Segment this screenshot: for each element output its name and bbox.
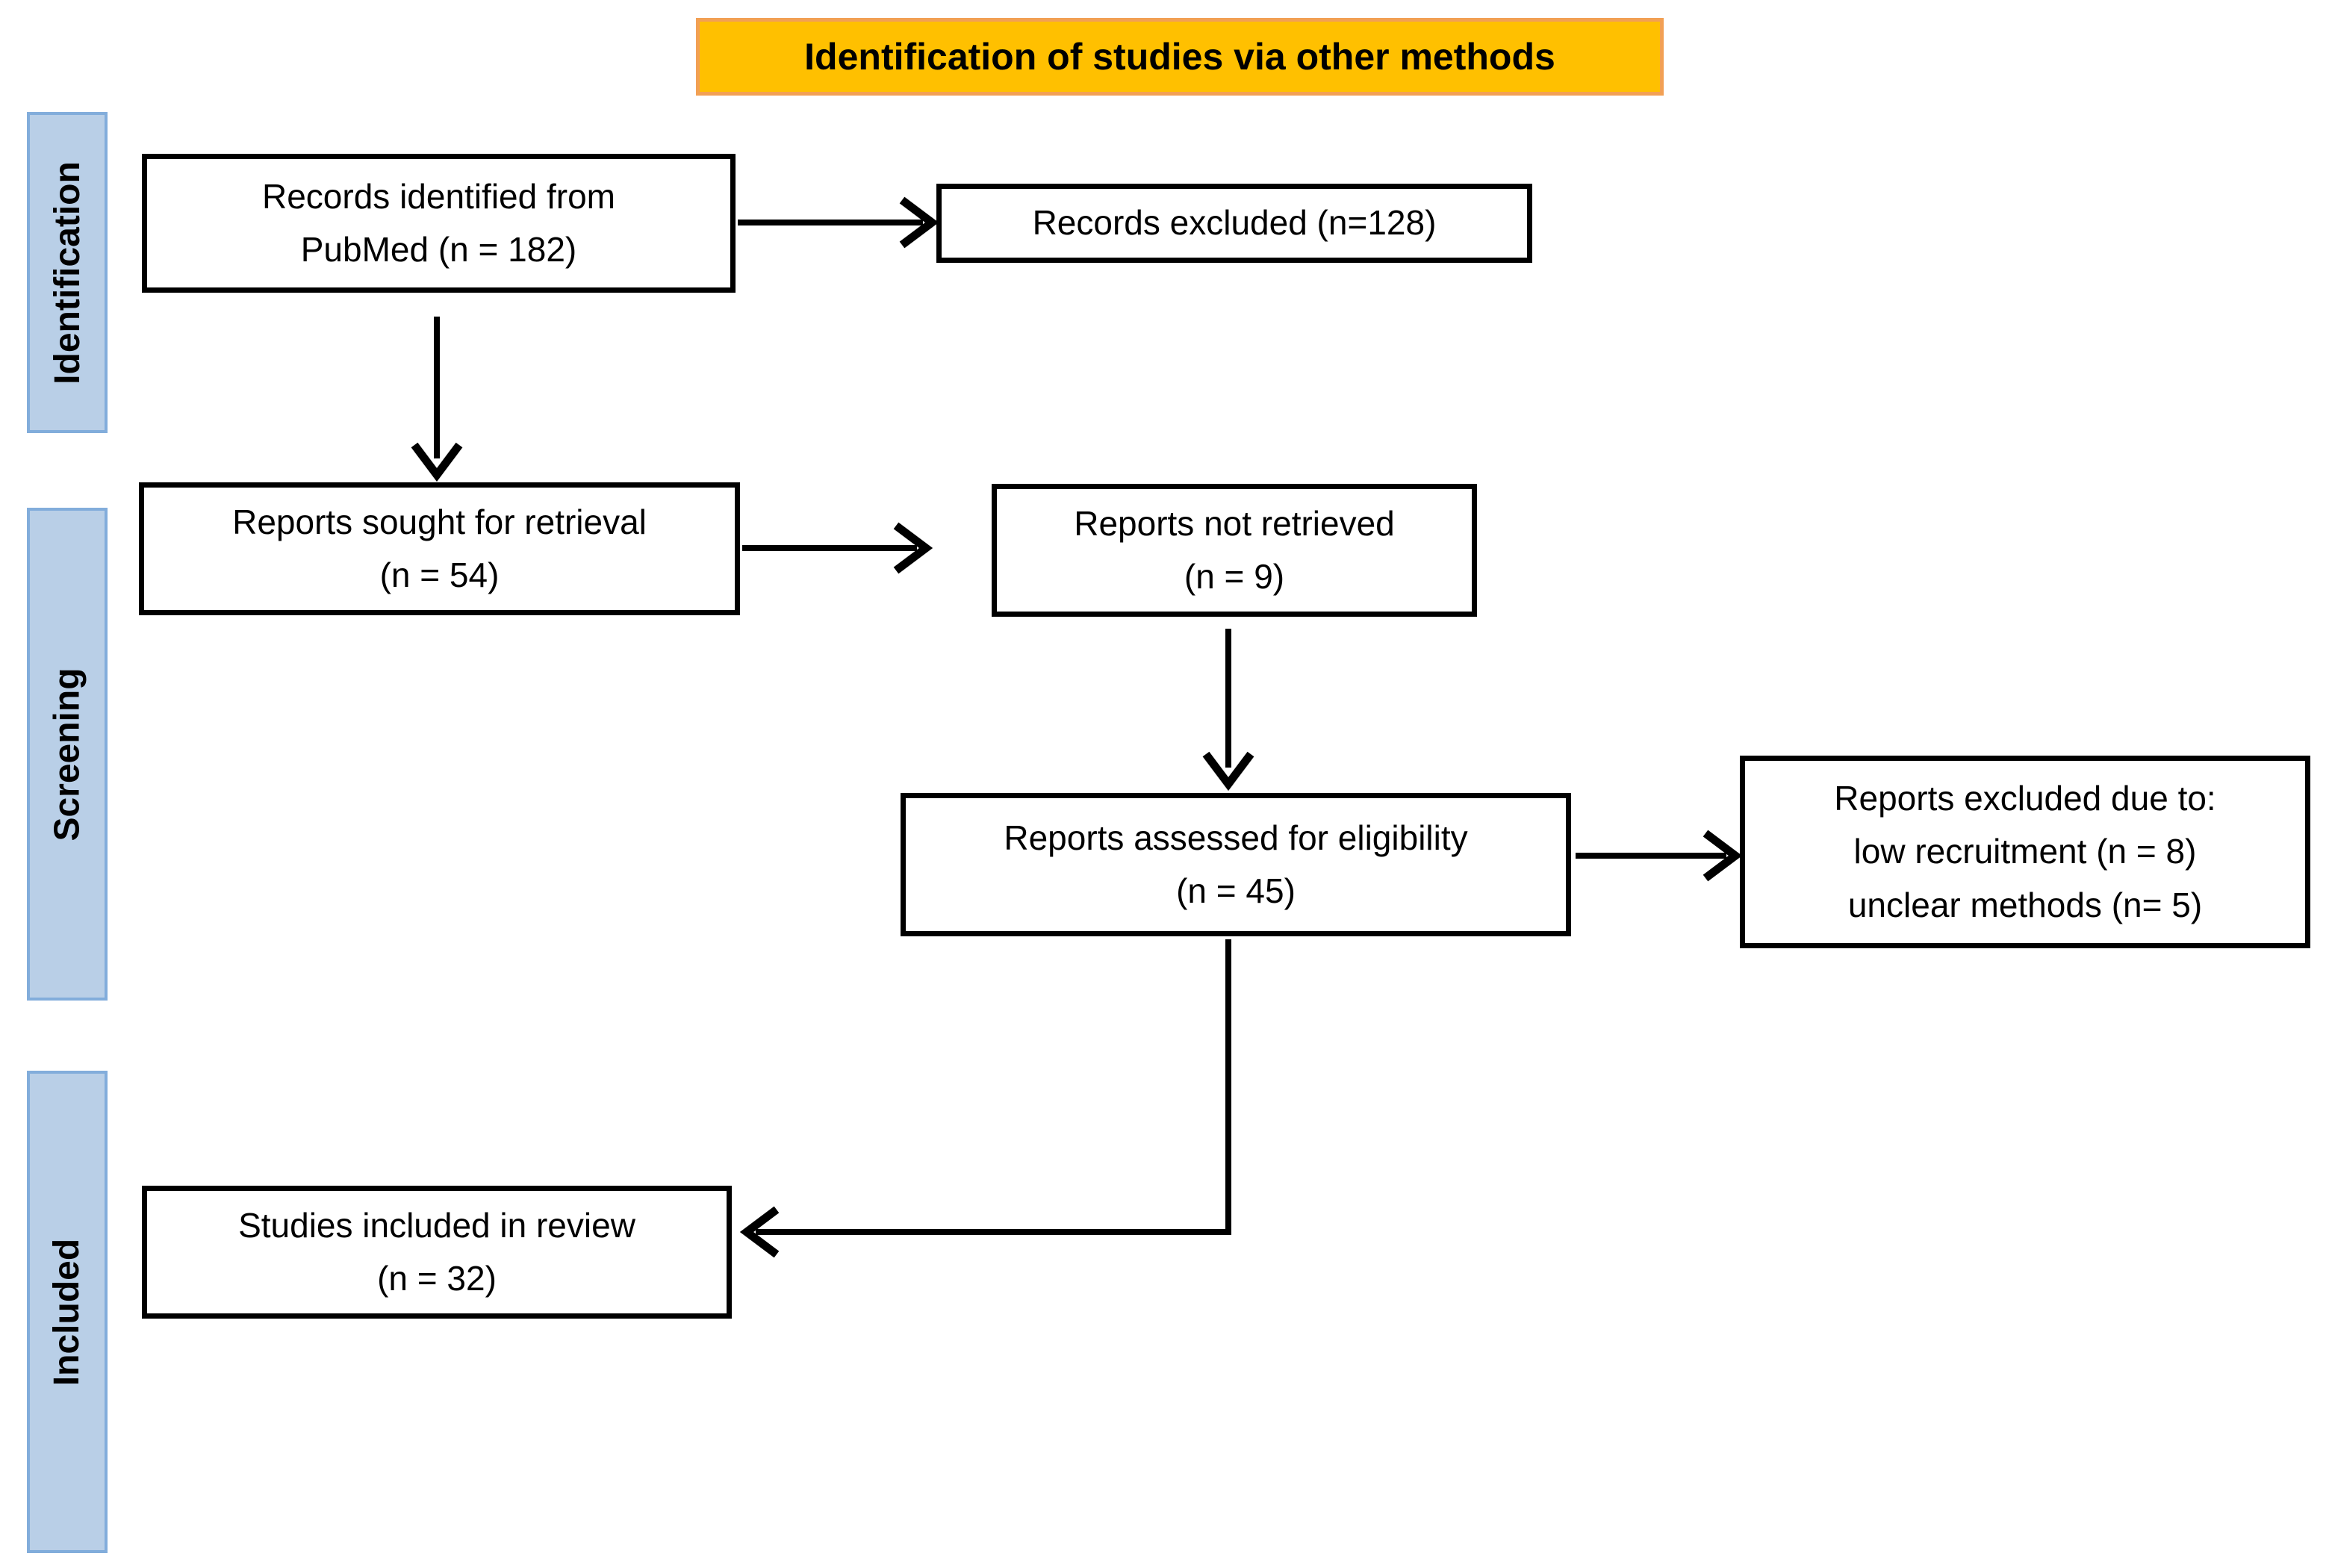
box-records-excluded: Records excluded (n=128) [936, 184, 1532, 263]
box-records-identified: Records identified from PubMed (n = 182) [142, 154, 736, 293]
stage-label-screening: Screening [47, 667, 87, 841]
box-reports-assessed: Reports assessed for eligibility (n = 45… [901, 793, 1571, 936]
box-line: Reports assessed for eligibility [1004, 818, 1468, 857]
box-line: low recruitment (n = 8) [1853, 832, 2197, 871]
stage-band-included: Included [27, 1071, 108, 1553]
box-line: PubMed (n = 182) [300, 230, 577, 269]
box-line: (n = 9) [1184, 557, 1285, 596]
box-line: Records excluded (n=128) [1032, 203, 1437, 243]
box-line: Reports sought for retrieval [232, 502, 647, 541]
arrow-assessed-to-excluded-reasons [1576, 830, 1743, 882]
arrow-sought-to-not-retrieved [742, 522, 933, 574]
box-line: unclear methods (n= 5) [1847, 885, 2203, 924]
box-line: (n = 32) [377, 1259, 497, 1298]
arrow-identified-to-sought [411, 317, 463, 482]
box-line: Reports not retrieved [1074, 503, 1395, 543]
box-reports-excluded-reasons: Reports excluded due to: low recruitment… [1740, 756, 2310, 948]
box-reports-not-retrieved: Reports not retrieved (n = 9) [992, 484, 1477, 617]
stage-band-screening: Screening [27, 508, 108, 1001]
box-line: Records identified from [262, 176, 615, 216]
box-line: Reports excluded due to: [1834, 779, 2216, 818]
arrow-identified-to-excluded [738, 196, 939, 249]
stage-label-identification: Identification [47, 161, 87, 385]
title-banner-label: Identification of studies via other meth… [804, 36, 1555, 78]
box-line: (n = 54) [379, 556, 500, 594]
arrow-assessed-to-included [739, 939, 1231, 1258]
stage-band-identification: Identification [27, 112, 108, 433]
box-reports-sought: Reports sought for retrieval (n = 54) [139, 482, 740, 615]
stage-label-included: Included [47, 1238, 87, 1386]
box-studies-included: Studies included in review (n = 32) [142, 1186, 732, 1319]
arrow-not-retrieved-to-assessed [1202, 629, 1254, 791]
title-banner: Identification of studies via other meth… [696, 18, 1664, 96]
box-line: (n = 45) [1176, 871, 1296, 910]
box-line: Studies included in review [238, 1205, 635, 1245]
